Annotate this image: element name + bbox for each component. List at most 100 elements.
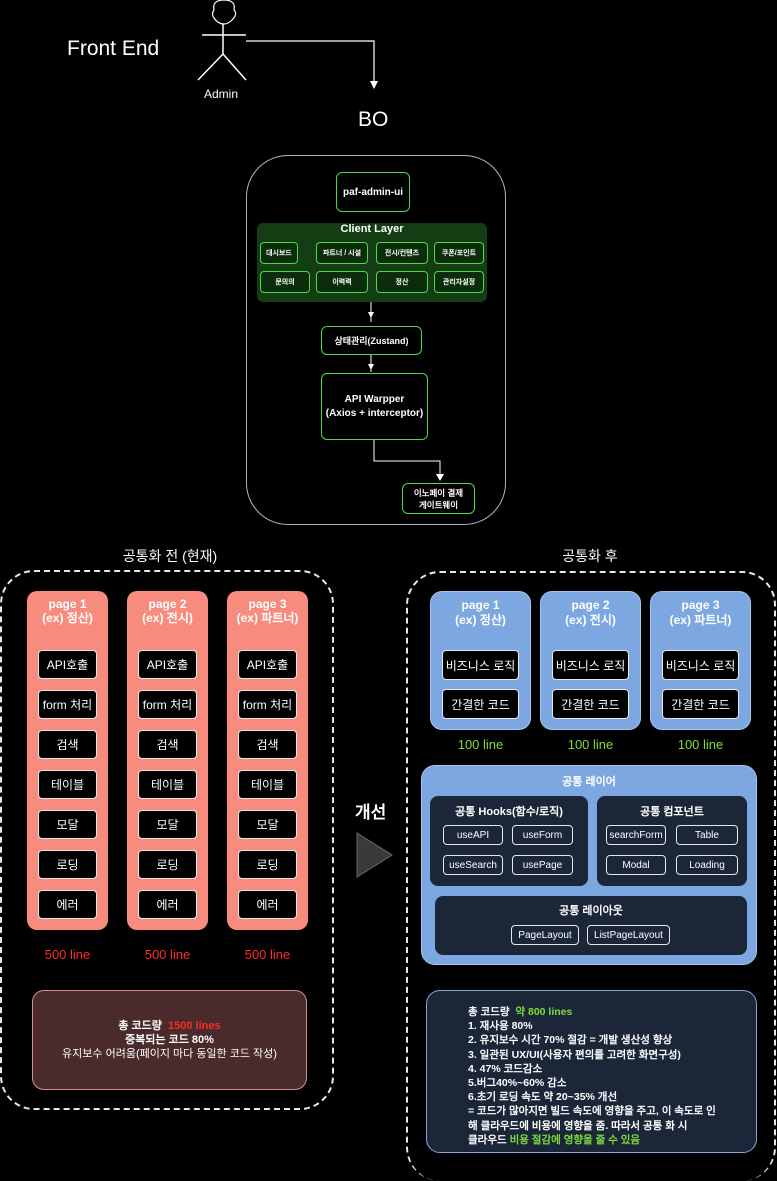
after-page-2-lines: 100 line (567, 737, 614, 752)
app-name-label: paf-admin-ui (343, 186, 403, 198)
item-label: 로딩 (156, 858, 179, 872)
item-api-call: API호출 (138, 650, 197, 679)
page-title: page 3 (681, 598, 720, 612)
before-page-2: page 2(ex) 전시) API호출 form 처리 검색 테이블 모달 로… (127, 591, 208, 930)
state-label: 상태관리(Zustand) (334, 336, 409, 346)
module-label: 파트너 / 시설 (322, 250, 362, 257)
item-error: 에러 (38, 890, 97, 919)
item-form: form 처리 (38, 690, 97, 719)
item-label: 간결한 코드 (561, 697, 620, 712)
hook-label: useAPI (456, 829, 490, 841)
module-label: 대시보드 (266, 250, 292, 257)
module-display: 전시/컨텐츠 (376, 242, 428, 264)
item-label: 모달 (156, 818, 179, 832)
component-label: Modal (622, 859, 650, 871)
client-layer-title: Client Layer (340, 223, 404, 235)
summary-line: 3. 일관된 UX/UI(사용자 편의를 고려한 화면구성) (468, 1048, 681, 1061)
before-summary-duplicate: 중복되는 코드 80% (125, 1034, 214, 1046)
module-label: 이력력 (332, 279, 352, 286)
item-search: 검색 (138, 730, 197, 759)
after-page-2: page 2(ex) 전시) 비즈니스 로직 간결한 코드 (540, 591, 641, 730)
page-title: page 3 (248, 597, 287, 611)
common-components-panel: 공통 컴포넌트 searchForm Table Modal Loading (597, 796, 747, 886)
item-label: 모달 (56, 818, 79, 832)
after-page-1-lines: 100 line (457, 737, 504, 752)
hook-useapi: useAPI (443, 825, 503, 845)
item-form: form 처리 (138, 690, 197, 719)
after-heading: 공통화 후 (562, 548, 618, 564)
component-searchform: searchForm (606, 825, 666, 845)
app-name-box: paf-admin-ui (336, 172, 410, 212)
summary-line: 해 클라우드에 비용에 영향을 줌. 따라서 공통 화 시 (468, 1119, 688, 1132)
module-inquiry: 문의의 (260, 271, 310, 293)
architecture-container (246, 155, 506, 525)
module-history: 이력력 (316, 271, 368, 293)
total-prefix: 총 코드량 (468, 1006, 510, 1018)
item-label: 간결한 코드 (451, 697, 510, 712)
hook-label: useSearch (449, 859, 497, 871)
page-subtitle: (ex) 파트너) (669, 613, 732, 627)
item-search: 검색 (238, 730, 297, 759)
item-concise-code: 간결한 코드 (552, 689, 629, 719)
api-wrapper-line1: API Warpper (344, 393, 405, 405)
page-subtitle: (ex) 파트너) (236, 611, 299, 625)
layout-listpagelayout: ListPageLayout (587, 925, 670, 945)
layout-pagelayout: PageLayout (511, 925, 579, 945)
common-hooks-panel: 공통 Hooks(함수/로직) useAPI useForm useSearch… (430, 796, 588, 886)
before-page-1-lines: 500 line (44, 947, 91, 962)
page-subtitle: (ex) 전시) (142, 611, 193, 625)
item-concise-code: 간결한 코드 (442, 689, 519, 719)
before-page-3: page 3(ex) 파트너) API호출 form 처리 검색 테이블 모달 … (227, 591, 308, 930)
after-container (406, 571, 776, 1181)
component-label: Table (695, 829, 719, 841)
common-layer-title: 공통 레이어 (562, 776, 616, 788)
item-label: 로딩 (256, 858, 279, 872)
before-container (0, 570, 334, 1110)
item-label: 검색 (156, 738, 179, 752)
item-label: API호출 (146, 658, 189, 672)
item-table: 테이블 (38, 770, 97, 799)
item-api-call: API호출 (238, 650, 297, 679)
summary-line: = 코드가 많아지면 빌드 속도에 영향을 주고, 이 속도로 인 (468, 1105, 716, 1118)
after-page-3-lines: 100 line (677, 737, 724, 752)
item-label: form 처리 (242, 698, 293, 712)
bo-label: BO (358, 108, 389, 131)
module-settlement: 정산 (376, 271, 428, 293)
item-loading: 로딩 (238, 850, 297, 879)
summary-line: 6.초기 로딩 속도 약 20~35% 개선 (468, 1091, 618, 1104)
common-components-title: 공통 컴포넌트 (640, 806, 704, 818)
item-form: form 처리 (238, 690, 297, 719)
item-label: 로딩 (56, 858, 79, 872)
item-label: form 처리 (42, 698, 93, 712)
page-subtitle: (ex) 정산) (455, 613, 506, 627)
item-modal: 모달 (138, 810, 197, 839)
item-label: 검색 (256, 738, 279, 752)
after-page-3: page 3(ex) 파트너) 비즈니스 로직 간결한 코드 (650, 591, 751, 730)
item-label: 에러 (56, 898, 79, 912)
component-loading: Loading (676, 855, 738, 875)
total-value: 1500 lines (168, 1020, 221, 1032)
item-modal: 모달 (38, 810, 97, 839)
common-layout-panel: 공통 레이아웃 PageLayout ListPageLayout (435, 896, 747, 955)
common-layer: 공통 레이어 공통 Hooks(함수/로직) useAPI useForm us… (421, 765, 757, 965)
summary-line: 1. 재사용 80% (468, 1020, 533, 1033)
item-table: 테이블 (138, 770, 197, 799)
module-dashboard: 대시보드 (260, 242, 298, 264)
module-label: 쿠폰/포인트 (441, 250, 477, 257)
last-prefix: 클라우드 (468, 1133, 507, 1146)
item-search: 검색 (38, 730, 97, 759)
item-label: 간결한 코드 (671, 697, 730, 712)
item-loading: 로딩 (38, 850, 97, 879)
summary-last-line: 클라우드 비용 절감에 영향을 줄 수 있음 (468, 1133, 756, 1147)
page-title: page 1 (461, 598, 500, 612)
front-end-title: Front End (67, 37, 160, 60)
before-page-1: page 1(ex) 정산) API호출 form 처리 검색 테이블 모달 로… (27, 591, 108, 930)
before-heading: 공통화 전 (현재) (122, 548, 218, 564)
gateway-line1: 이노페이 결제 (413, 487, 464, 498)
client-layer: Client Layer 대시보드 파트너 / 시설 전시/컨텐츠 쿠폰/포인트… (257, 223, 487, 302)
actor-to-bo-connector (246, 40, 378, 89)
hook-usepage: usePage (512, 855, 573, 875)
item-label: API호출 (46, 658, 89, 672)
before-page-2-lines: 500 line (144, 947, 191, 962)
summary-line: 2. 유지보수 시간 70% 절감 = 개발 생산성 향상 (468, 1034, 673, 1047)
